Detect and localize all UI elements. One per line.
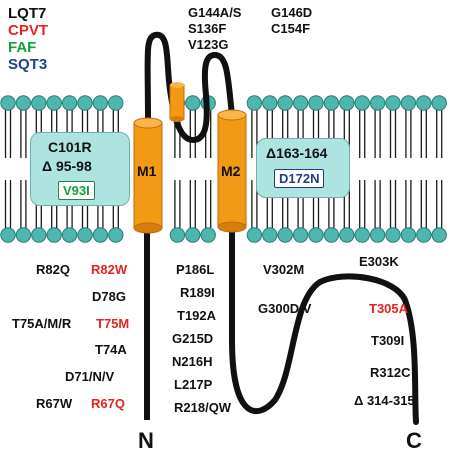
lipid-head [108, 95, 124, 111]
mutation-p186l: P186L [176, 262, 215, 277]
lipid-head [416, 227, 432, 243]
mutation-l217p: L217P [174, 377, 213, 392]
mutation-r82q: R82Q [36, 262, 70, 277]
legend-lqt7: LQT7 [8, 5, 47, 22]
lipid-head [169, 227, 186, 243]
n-terminus-label: N [138, 428, 154, 453]
lipid-head [385, 95, 401, 111]
protein-backbone-c-terminus [229, 222, 419, 425]
mutation-r67w: R67W [36, 396, 73, 411]
lipid-head [61, 95, 78, 111]
mutation-s136f: S136F [188, 21, 227, 36]
lipid-heads [0, 95, 447, 243]
mutation-v93i: V93I [58, 181, 95, 200]
lipid-head [292, 227, 309, 243]
lipid-head [77, 95, 93, 111]
lipid-head [61, 227, 78, 243]
lipid-head [31, 227, 47, 243]
lipid-head [15, 95, 32, 111]
c-terminus-label: C [406, 428, 422, 453]
lipid-head [339, 95, 355, 111]
mutation-g144as: G144A/S [188, 5, 242, 20]
mutation-d71nv: D71/N/V [65, 369, 115, 384]
mutation-e303k: E303K [359, 254, 399, 269]
mutation-c101r: C101R [48, 139, 92, 155]
mutation-del-95-98: Δ 95-98 [42, 158, 92, 174]
legend-faf: FAF [8, 39, 37, 56]
legend-sqt3: SQT3 [8, 56, 48, 73]
lipid-head [385, 227, 401, 243]
lipid-head [246, 227, 263, 243]
mutation-d78g: D78G [92, 289, 126, 304]
lipid-head [31, 95, 47, 111]
lipid-head [323, 227, 340, 243]
lipid-head [262, 227, 278, 243]
lipid-head [200, 227, 216, 243]
lipid-head [246, 95, 263, 111]
lipid-head [77, 227, 93, 243]
mutation-n216h: N216H [172, 354, 213, 369]
mutation-del-314-315: Δ 314-315 [354, 393, 415, 408]
membrane-box-right [256, 138, 350, 198]
mutation-c154f: C154F [271, 21, 311, 36]
mutation-g146d: G146D [271, 5, 313, 20]
lipid-head [292, 95, 309, 111]
mutation-g215d: G215D [172, 331, 214, 346]
pore-helix [169, 82, 185, 122]
lipid-head [185, 95, 201, 111]
mutation-r82w: R82W [91, 262, 128, 277]
lipid-head [108, 227, 124, 243]
mutation-t74a: T74A [95, 342, 127, 357]
lipid-head [46, 227, 62, 243]
mutation-r312c: R312C [370, 365, 411, 380]
mutation-v123g: V123G [188, 37, 229, 52]
lipid-head [185, 227, 201, 243]
mutation-g300dv: G300D/V [258, 301, 312, 316]
mutation-del-163-164: Δ163-164 [266, 145, 328, 161]
lipid-head [15, 227, 32, 243]
lipid-head [92, 95, 109, 111]
legend-cpvt: CPVT [8, 22, 49, 39]
m1-helix [133, 117, 163, 234]
mutation-r67q: R67Q [91, 396, 125, 411]
mutation-t75m: T75M [96, 316, 130, 331]
lipid-head [262, 95, 278, 111]
lipid-head [416, 95, 432, 111]
lipid-head [308, 227, 324, 243]
mutation-v302m: V302M [263, 262, 305, 277]
mutation-d172n: D172N [274, 169, 325, 188]
lipid-head [277, 227, 293, 243]
lipid-head [400, 227, 417, 243]
helix-label-m2: M2 [221, 163, 241, 179]
mutation-t309i: T309I [371, 333, 405, 348]
mutation-t192a: T192A [177, 308, 217, 323]
m2-helix [217, 109, 247, 233]
lipid-head [339, 227, 355, 243]
lipid-head [46, 95, 62, 111]
lipid-head [92, 227, 109, 243]
lipid-head [354, 227, 370, 243]
helix-label-m1: M1 [137, 163, 157, 179]
mutation-r189i: R189I [180, 285, 215, 300]
lipid-head [369, 227, 386, 243]
lipid-head [0, 95, 16, 111]
lipid-head [400, 95, 417, 111]
lipid-head [0, 227, 16, 243]
lipid-head [354, 95, 370, 111]
mutation-t75amr: T75A/M/R [12, 316, 72, 331]
lipid-head [369, 95, 386, 111]
lipid-head [431, 95, 447, 111]
lipid-head [277, 95, 293, 111]
lipid-head [323, 95, 340, 111]
lipid-head [431, 227, 447, 243]
protein-backbone-extracellular-loop [144, 31, 235, 144]
mutation-r218qw: R218/QW [174, 400, 232, 415]
lipid-head [308, 95, 324, 111]
mutation-t305a: T305A [369, 301, 409, 316]
